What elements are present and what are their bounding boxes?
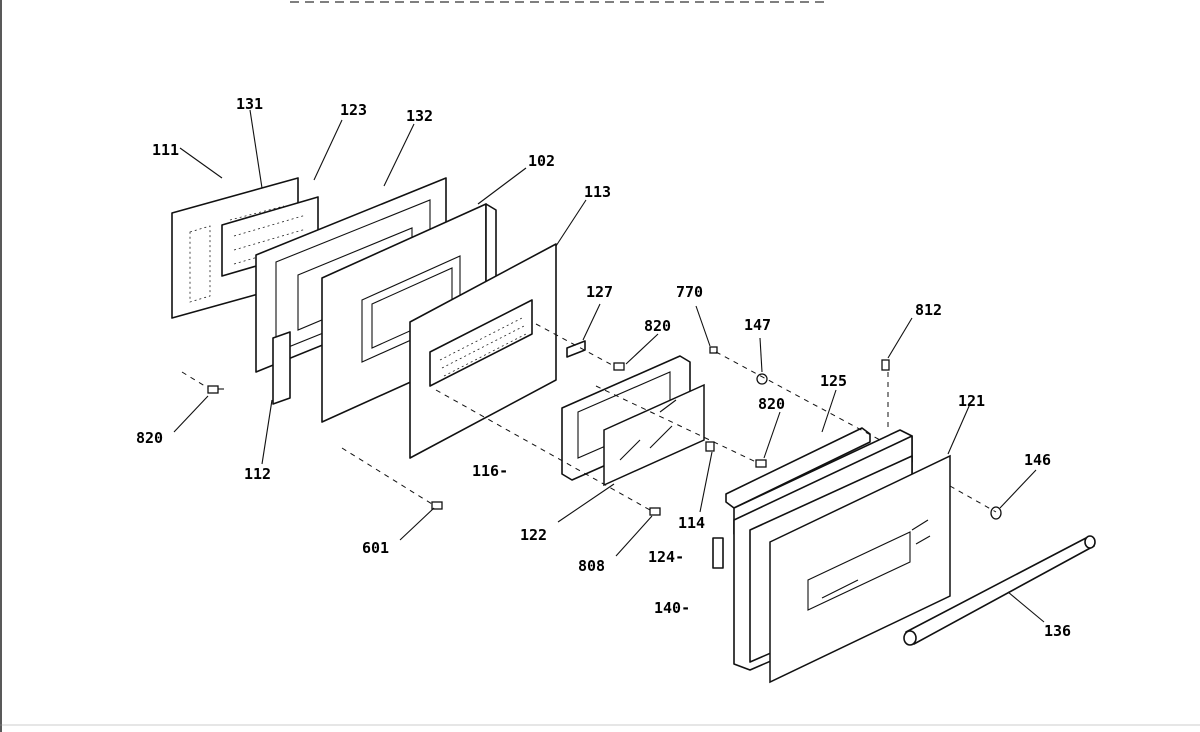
callout-601: 601 <box>362 539 389 557</box>
leader-lines <box>173 109 1045 623</box>
pin-770 <box>709 346 718 354</box>
callout-131: 131 <box>236 95 263 113</box>
callout-820-left: 820 <box>136 429 163 447</box>
part-112-side-strip <box>272 331 291 405</box>
callout-147: 147 <box>744 316 771 334</box>
callout-812: 812 <box>915 301 942 319</box>
callout-102: 102 <box>528 152 555 170</box>
callout-136: 136 <box>1044 622 1071 640</box>
callout-112: 112 <box>244 465 271 483</box>
part-113-inner-panel <box>409 243 557 459</box>
callout-labels: 111 131 123 132 102 113 127 820 770 147 … <box>136 95 1071 640</box>
part-122-glass-pane <box>603 383 705 487</box>
part-121-outer-glass <box>769 454 951 684</box>
callout-820-right: 820 <box>758 395 785 413</box>
part-124-strip <box>712 537 724 569</box>
callout-125: 125 <box>820 372 847 390</box>
callout-123: 123 <box>340 101 367 119</box>
callout-116: 116- <box>472 462 508 480</box>
bushing-147 <box>756 373 768 385</box>
part-136-handle <box>903 535 1096 646</box>
callout-122: 122 <box>520 526 547 544</box>
cap-146 <box>990 506 1002 520</box>
screw-820-left <box>207 385 224 394</box>
clip-114 <box>705 441 715 452</box>
callout-140: 140- <box>654 599 690 617</box>
callout-146: 146 <box>1024 451 1051 469</box>
callout-820-upper: 820 <box>644 317 671 335</box>
assembly-dash-lines <box>181 323 997 513</box>
part-127-bracket <box>566 340 586 358</box>
callout-124: 124- <box>648 548 684 566</box>
callout-132: 132 <box>406 107 433 125</box>
callout-111: 111 <box>152 141 179 159</box>
screw-812 <box>881 359 890 371</box>
callout-808: 808 <box>578 557 605 575</box>
screw-820-right <box>755 459 767 468</box>
callout-114: 114 <box>678 514 705 532</box>
callout-121: 121 <box>958 392 985 410</box>
screw-808 <box>649 507 661 516</box>
callout-127: 127 <box>586 283 613 301</box>
callout-113: 113 <box>584 183 611 201</box>
screw-820-upper <box>613 362 625 371</box>
screw-601 <box>431 501 443 510</box>
callout-770: 770 <box>676 283 703 301</box>
